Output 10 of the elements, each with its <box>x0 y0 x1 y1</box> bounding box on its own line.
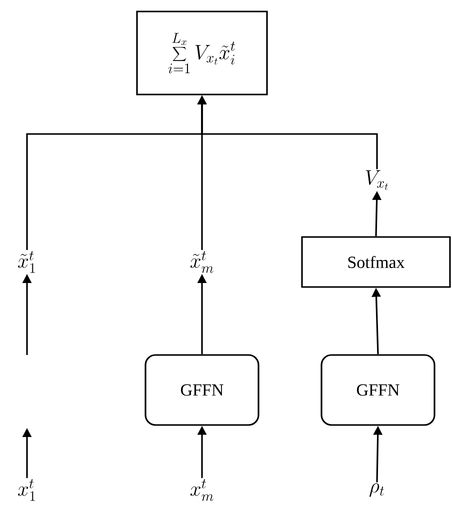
math-label: $\rho_t$ <box>370 483 384 497</box>
gffn-box: GFFN <box>144 354 260 426</box>
math-label: $\tilde{x}_1^t$ <box>18 251 35 273</box>
math-label: $x_1^t$ <box>18 479 35 501</box>
math-label: $x_m^t$ <box>190 479 214 501</box>
gffn-box: GFFN <box>320 354 436 426</box>
math-label: $V_{x_t}$ <box>366 170 388 190</box>
formula-box: $\sum_{i=1}^{L_x} V_{x_t}\tilde{x}_i^t$ <box>136 10 268 96</box>
math-label: $\tilde{x}_m^t$ <box>190 251 214 273</box>
softmax-box: Sotfmax <box>301 236 451 288</box>
